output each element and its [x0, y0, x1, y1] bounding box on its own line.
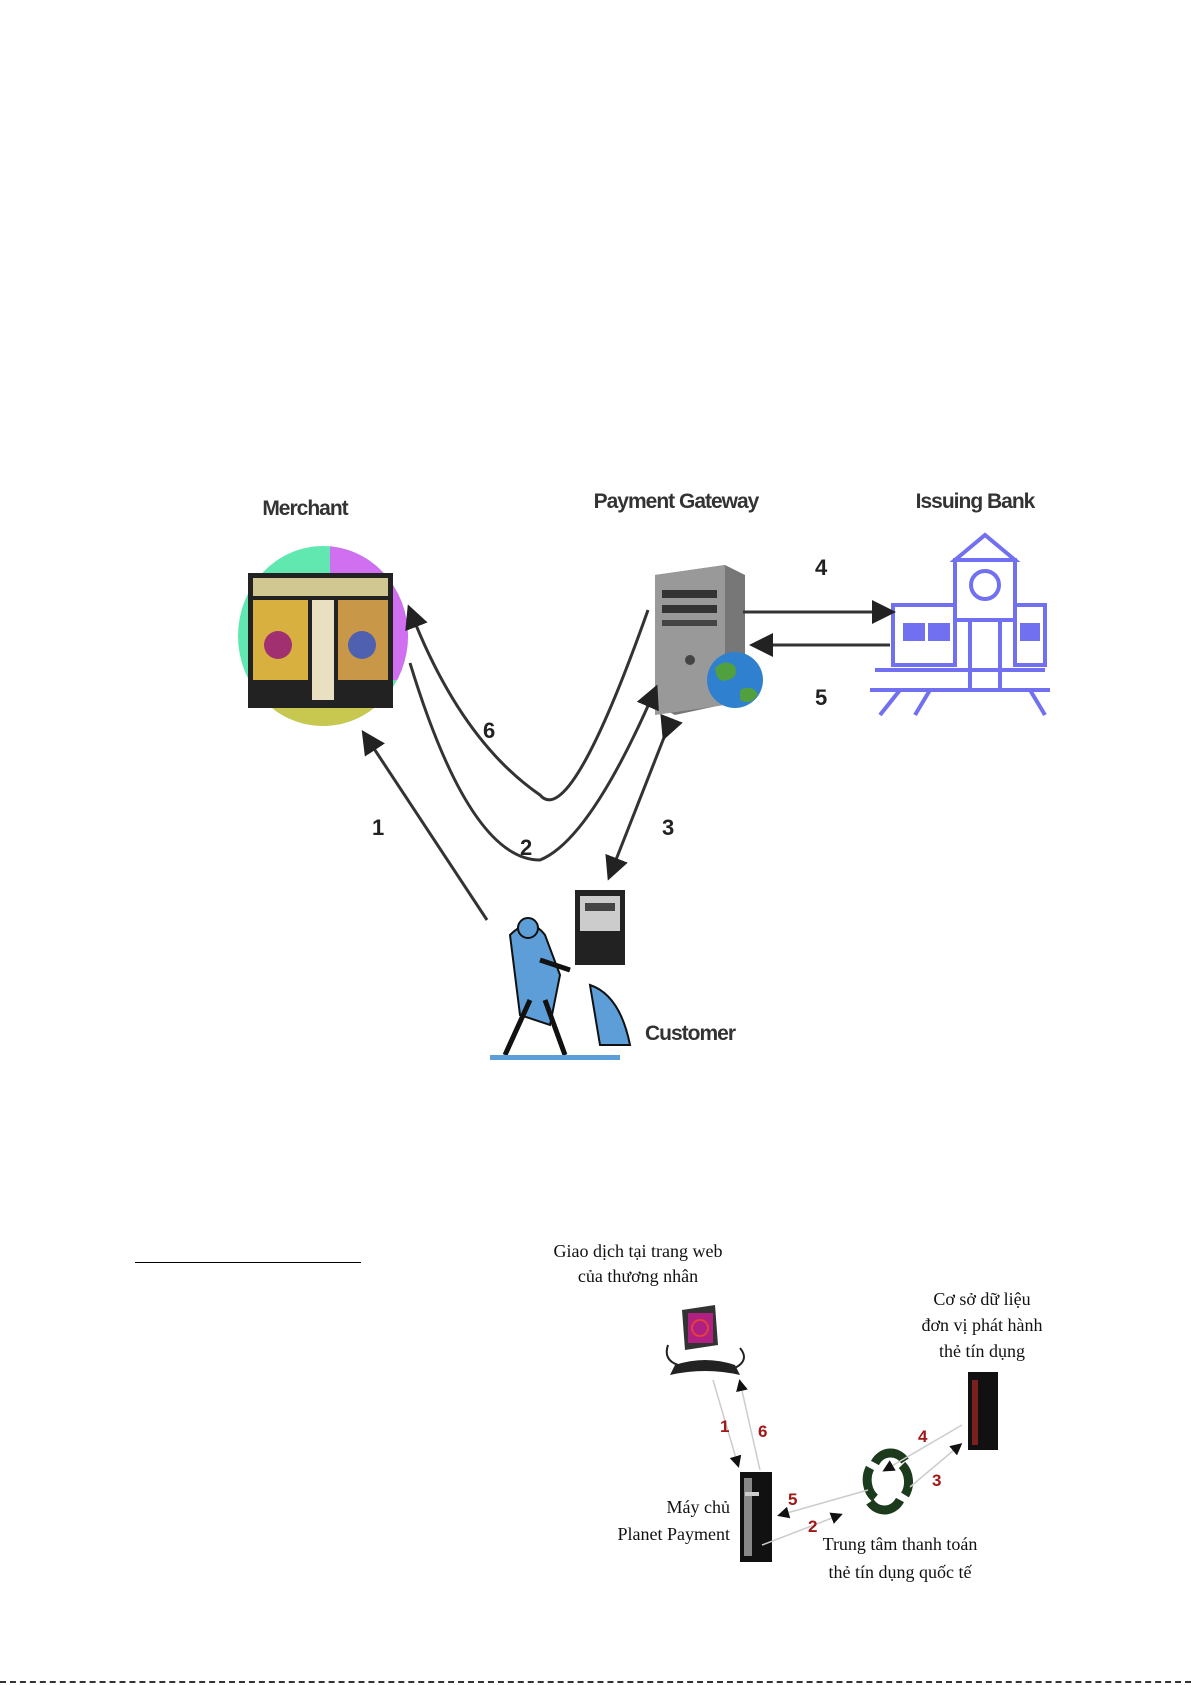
- step-3: 3: [662, 815, 674, 840]
- step-5: 5: [815, 685, 827, 710]
- customer-at-computer-icon: [490, 890, 630, 1060]
- step-2: 2: [808, 1517, 817, 1536]
- database-label-2: đơn vị phát hành: [922, 1315, 1043, 1335]
- computer-icon: [667, 1305, 744, 1375]
- center-label-2: thẻ tín dụng quốc tế: [829, 1562, 973, 1582]
- merchant-site-label-1: Giao dịch tại trang web: [554, 1241, 723, 1261]
- payment-flow-diagram: Merchant Payment Gateway Issuing Bank Cu…: [230, 490, 1050, 1060]
- step-4: 4: [815, 555, 828, 580]
- customer-label: Customer: [645, 1022, 736, 1045]
- page-bottom-border: [0, 1681, 1191, 1683]
- bank-building-icon: [870, 535, 1050, 715]
- flow-arrows: [365, 610, 890, 920]
- step-1: 1: [720, 1417, 729, 1436]
- merchant-label: Merchant: [262, 497, 348, 520]
- globe-icon: [707, 652, 763, 708]
- bank-label: Issuing Bank: [916, 490, 1036, 513]
- step-6: 6: [483, 718, 495, 743]
- server-label-1: Máy chủ: [667, 1497, 730, 1517]
- footnote-separator: [135, 1262, 361, 1263]
- step-4: 4: [918, 1427, 928, 1446]
- refresh-cycle-icon: [867, 1453, 908, 1510]
- server-label-2: Planet Payment: [618, 1524, 730, 1544]
- planet-payment-diagram: Giao dịch tại trang web của thương nhân …: [554, 1241, 1043, 1582]
- database-server-icon: [968, 1372, 998, 1450]
- gateway-label: Payment Gateway: [594, 490, 760, 513]
- step-1: 1: [372, 815, 384, 840]
- database-label-1: Cơ sở dữ liệu: [933, 1289, 1030, 1309]
- step-2: 2: [520, 835, 532, 860]
- storefront-icon: [230, 540, 430, 740]
- step-3: 3: [932, 1471, 941, 1490]
- merchant-site-label-2: của thương nhân: [578, 1266, 698, 1286]
- step-6: 6: [758, 1422, 767, 1441]
- database-label-3: thẻ tín dụng: [939, 1341, 1025, 1361]
- center-label-1: Trung tâm thanh toán: [823, 1534, 978, 1554]
- server-icon: [740, 1472, 772, 1562]
- step-5: 5: [788, 1490, 797, 1509]
